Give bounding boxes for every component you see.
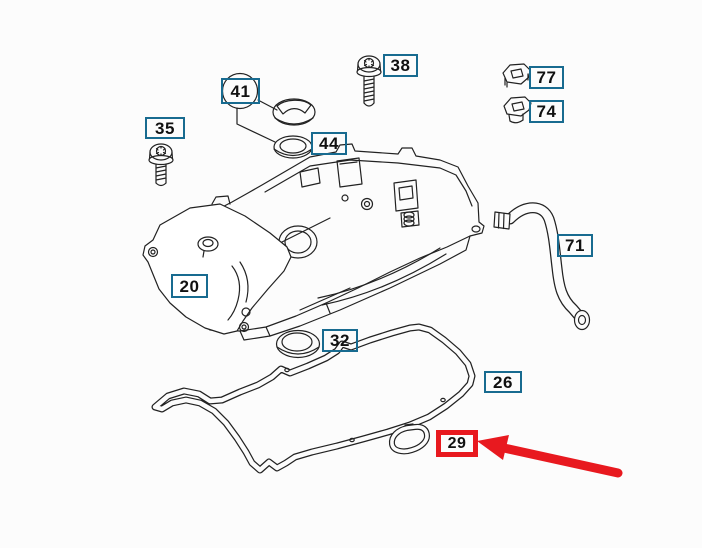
callout-77-label: 77 (536, 68, 557, 87)
callout-41-label: 41 (230, 81, 251, 101)
callout-38-label: 38 (390, 56, 411, 75)
callout-44[interactable]: 44 (311, 132, 347, 155)
callout-20[interactable]: 20 (171, 274, 208, 298)
clip-77-drawing (502, 63, 531, 88)
callout-74-label: 74 (536, 102, 557, 121)
front-cover-20-drawing (142, 195, 292, 335)
bolt-38-drawing (356, 55, 382, 107)
callout-44-label: 44 (319, 134, 339, 153)
callout-26[interactable]: 26 (484, 371, 522, 393)
bolt-35-drawing (148, 143, 174, 187)
callout-71[interactable]: 71 (557, 234, 593, 257)
callout-20-label: 20 (179, 276, 200, 296)
vent-hose-71-drawing (493, 202, 591, 331)
callout-77[interactable]: 77 (529, 66, 564, 89)
callout-29-highlighted[interactable]: 29 (436, 430, 478, 457)
callout-35-label: 35 (155, 118, 175, 138)
callout-74[interactable]: 74 (529, 100, 564, 123)
oil-filler-cap-drawing (272, 98, 316, 126)
callout-26-label: 26 (493, 372, 513, 392)
highlight-arrow (477, 435, 623, 478)
clip-74-drawing (503, 96, 532, 124)
seal-ring-32-drawing (275, 329, 321, 359)
callout-35[interactable]: 35 (145, 117, 185, 139)
callout-32-label: 32 (330, 331, 350, 350)
gasket-26-drawing (151, 323, 476, 474)
callout-41[interactable]: 41 (221, 78, 260, 104)
callout-71-label: 71 (565, 236, 585, 255)
callout-29-label: 29 (447, 434, 467, 452)
callout-38[interactable]: 38 (383, 54, 418, 77)
callout-32[interactable]: 32 (322, 329, 358, 352)
gasket-29-drawing (388, 423, 430, 455)
